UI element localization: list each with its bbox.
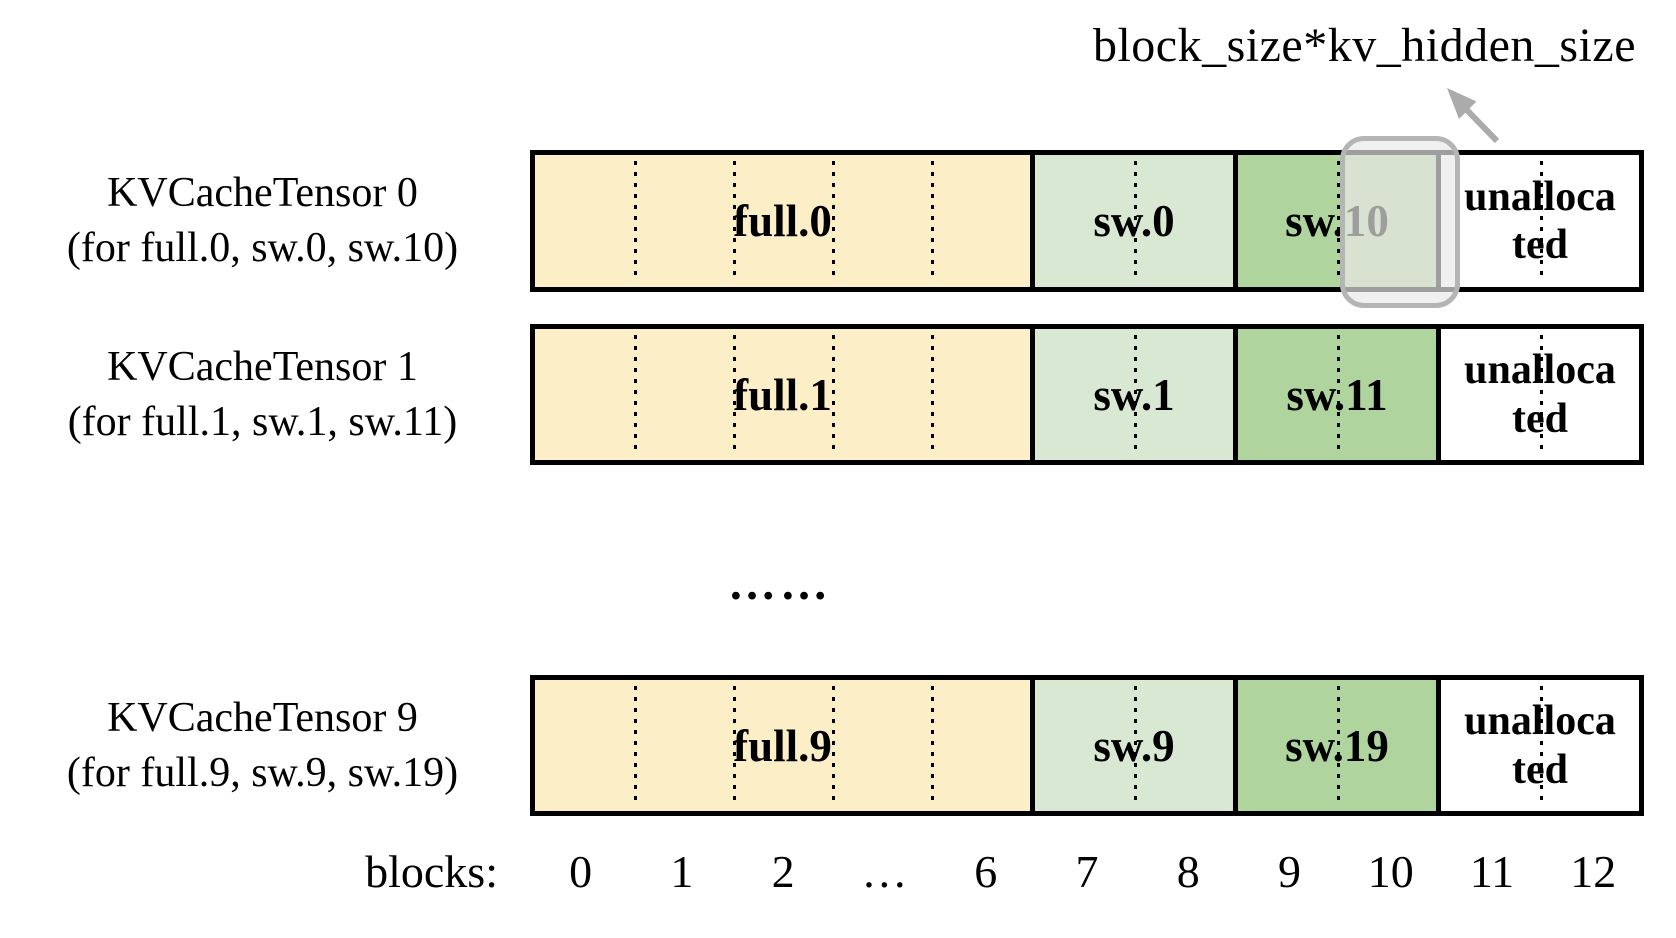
blocks-axis-label: blocks: [365,846,498,897]
segment-full: full.1 [535,329,1030,460]
segment-unallocated: unalloca ted [1340,136,1639,308]
block-separator [832,686,835,805]
block-separator [634,161,637,281]
segment-label: unalloca ted [1464,698,1616,793]
tensor-subtitle: (for full.1, sw.1, sw.11) [67,398,458,445]
block-separator [931,161,934,281]
tensor-subtitle: (for full.9, sw.9, sw.19) [66,749,459,796]
segment-label: full.1 [733,369,832,420]
block-separator [931,686,934,805]
block-separator [1337,335,1340,454]
axis-tick: 12 [1570,846,1617,897]
axis-tick: 8 [1176,846,1200,897]
block-separator [1134,686,1137,805]
axis-tick: 1 [670,846,694,897]
axis-tick: … [861,846,908,897]
block-separator [634,335,637,454]
block-separator [733,161,736,281]
annotation-block-size-label: block_size*kv_hidden_size [1092,19,1636,72]
tensor-label-0: KVCacheTensor 0 (for full.0, sw.0, sw.10… [5,150,520,292]
block-separator [832,335,835,454]
segment-label: full.9 [733,720,832,771]
block-separator [1134,335,1137,454]
block-separator [1540,161,1543,281]
axis-tick: 0 [569,846,593,897]
segment-label: sw.19 [1285,720,1389,771]
blocks-axis: 0 1 2 … 6 7 8 9 10 11 12 [530,845,1644,898]
axis-tick: 2 [771,846,795,897]
tensor-title: KVCacheTensor 0 [107,170,418,217]
block-separator [1337,686,1340,805]
segment-sw-high: sw.19 [1233,680,1436,811]
axis-tick: 9 [1277,846,1301,897]
tensor-title: KVCacheTensor 1 [107,343,418,390]
block-separator [1540,686,1543,805]
tensor-bar-0: full.0 sw.0 sw.10 unalloca ted [530,136,1644,308]
segment-label: full.0 [733,196,832,246]
segment-sw-low: sw.1 [1030,329,1233,460]
segment-sw-high: sw.11 [1233,329,1436,460]
axis-tick: 11 [1469,846,1515,897]
segment-label: sw.11 [1286,369,1388,420]
block-separator [931,335,934,454]
tensor-bar-9: full.9 sw.9 sw.19 unalloca ted [530,675,1644,816]
block-separator [634,686,637,805]
axis-tick: 6 [974,846,998,897]
tensor-title: KVCacheTensor 9 [107,694,418,741]
tensor-subtitle: (for full.0, sw.0, sw.10) [66,225,459,271]
segment-sw-low: sw.0 [1030,155,1233,287]
block-separator [832,161,835,281]
segment-sw-low: sw.9 [1030,680,1233,811]
block-size-highlight [1340,136,1460,308]
axis-tick: 10 [1367,846,1414,897]
segment-label: sw.9 [1093,720,1175,771]
segment-label: unalloca ted [1464,173,1616,268]
block-separator [1337,161,1340,281]
segment-unallocated: unalloca ted [1436,329,1639,460]
segment-label: sw.1 [1093,369,1175,420]
tensor-label-1: KVCacheTensor 1 (for full.1, sw.1, sw.11… [5,324,520,465]
tensor-bar-1: full.1 sw.1 sw.11 unalloca ted [530,324,1644,465]
tensor-label-9: KVCacheTensor 9 (for full.9, sw.9, sw.19… [5,675,520,816]
block-separator [1134,161,1137,281]
axis-tick: 7 [1075,846,1099,897]
block-separator [733,686,736,805]
segment-label: unalloca ted [1464,347,1616,442]
segment-unallocated: unalloca ted [1436,680,1639,811]
segment-full: full.0 [535,155,1030,287]
segment-full: full.9 [535,680,1030,811]
rows-ellipsis: …… [728,557,832,610]
block-separator [1540,335,1543,454]
segment-label: sw.0 [1093,196,1175,246]
block-separator [733,335,736,454]
